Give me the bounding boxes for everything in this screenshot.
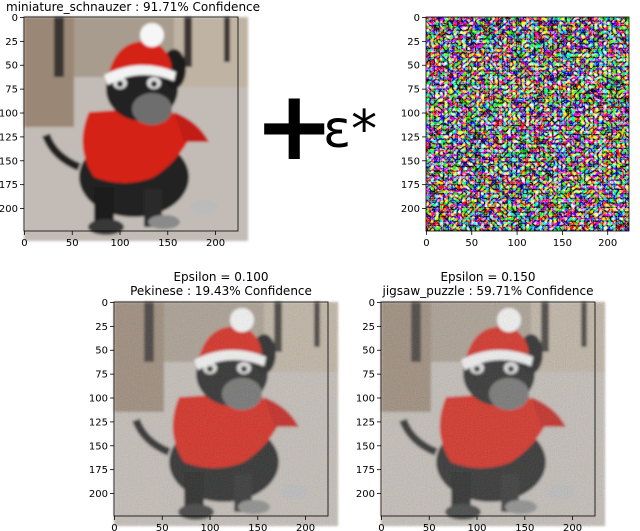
epsilon-multiplier: ε*	[323, 100, 378, 160]
adv2-x-tick-label: 200	[563, 523, 582, 531]
adversarial-image-eps-0.15-plot: 0 25 50 75 100 125 150 175 200 0 50 100 150 200	[356, 298, 607, 531]
adv2-y-tick-label: 25	[362, 322, 375, 333]
perturbation-x-tick-label: 100	[508, 238, 527, 249]
original-y-tick-label: 25	[5, 37, 18, 48]
adv2-y-tick-label: 175	[356, 465, 375, 476]
original-x-tick-label: 200	[206, 238, 225, 249]
adv2-x-tick-label: 50	[423, 523, 436, 531]
original-y-tick-label: 100	[0, 109, 18, 120]
perturbation-y-tick-label: 100	[401, 109, 420, 120]
original-image-title: miniature_schnauzer : 91.71% Confidence	[6, 0, 261, 14]
perturbation-y-tick-label: 150	[401, 156, 420, 167]
adv2-y-tick-label: 75	[362, 370, 375, 381]
adv1-x-tick-label: 50	[156, 523, 169, 531]
perturbation-y-tick-label: 25	[407, 37, 420, 48]
adv1-y-tick-label: 0	[102, 298, 108, 309]
original-y-tick-label: 125	[0, 132, 18, 143]
adv2-prediction-title: jigsaw_puzzle : 59.71% Confidence	[382, 284, 594, 298]
perturbation-y-axis: 0 25 50 75 100 125 150 175 200	[401, 13, 426, 215]
adv1-x-axis: 0 50 100 150 200	[111, 516, 315, 531]
schnauzer-photo	[24, 17, 248, 241]
perturbation-y-tick-label: 175	[401, 180, 420, 191]
perturbation-x-tick-label: 150	[553, 238, 572, 249]
adversarial-photo-eps-0.15	[381, 302, 605, 526]
adv2-y-tick-label: 150	[356, 441, 375, 452]
adversarial-image-eps-0.1-plot: 0 25 50 75 100 125 150 175 200 0 50 100 150 200	[89, 298, 340, 531]
perturbation-noise-image	[426, 17, 629, 231]
adv1-y-axis: 0 25 50 75 100 125 150 175 200	[89, 298, 114, 500]
original-x-tick-label: 50	[66, 238, 79, 249]
adversarial-photo-eps-0.1	[114, 302, 338, 526]
original-y-axis: 0 25 50 75 100 125 150 175 200	[0, 13, 24, 215]
adv2-y-tick-label: 200	[356, 489, 375, 500]
adv2-x-axis: 0 50 100 150 200	[378, 516, 582, 531]
original-y-tick-label: 75	[5, 85, 18, 96]
adv1-y-tick-label: 125	[89, 417, 108, 428]
original-x-tick-label: 150	[158, 238, 177, 249]
original-y-tick-label: 150	[0, 156, 18, 167]
adv1-x-tick-label: 150	[248, 523, 267, 531]
original-y-tick-label: 50	[5, 61, 18, 72]
original-y-tick-label: 175	[0, 180, 18, 191]
adv2-y-tick-label: 0	[369, 298, 375, 309]
original-image-plot: 0 25 50 75 100 125 150 175 200 0 50 100 150 200	[0, 13, 250, 249]
original-x-axis: 0 50 100 150 200	[21, 231, 225, 249]
adv2-x-tick-label: 100	[467, 523, 486, 531]
adv2-x-tick-label: 150	[515, 523, 534, 531]
perturbation-y-tick-label: 50	[407, 61, 420, 72]
adv2-y-tick-label: 125	[356, 417, 375, 428]
adv1-y-tick-label: 50	[95, 346, 108, 357]
adv1-y-tick-label: 150	[89, 441, 108, 452]
adv1-prediction-title: Pekinese : 19.43% Confidence	[130, 284, 312, 298]
perturbation-y-tick-label: 200	[401, 204, 420, 215]
adv1-x-tick-label: 100	[200, 523, 219, 531]
original-y-tick-label: 0	[12, 13, 18, 24]
adv2-y-axis: 0 25 50 75 100 125 150 175 200	[356, 298, 381, 500]
adv2-epsilon-title: Epsilon = 0.150	[440, 270, 536, 284]
adv1-y-tick-label: 200	[89, 489, 108, 500]
perturbation-noise-plot: 0 25 50 75 100 125 150 175 200 0 50 100 150 200	[401, 13, 630, 249]
original-y-tick-label: 200	[0, 204, 18, 215]
perturbation-y-tick-label: 75	[407, 85, 420, 96]
adv2-x-tick-label: 0	[378, 523, 384, 531]
perturbation-x-tick-label: 200	[598, 238, 617, 249]
perturbation-x-tick-label: 50	[465, 238, 478, 249]
adv1-x-tick-label: 200	[296, 523, 315, 531]
adv2-y-tick-label: 50	[362, 346, 375, 357]
original-x-tick-label: 100	[110, 238, 129, 249]
adv1-epsilon-title: Epsilon = 0.100	[173, 270, 269, 284]
perturbation-y-tick-label: 0	[414, 13, 420, 24]
adv1-y-tick-label: 75	[95, 370, 108, 381]
perturbation-x-axis: 0 50 100 150 200	[423, 231, 617, 249]
plus-sign: +	[254, 70, 335, 182]
perturbation-y-tick-label: 125	[401, 132, 420, 143]
adv1-y-tick-label: 25	[95, 322, 108, 333]
adv1-y-tick-label: 175	[89, 465, 108, 476]
original-x-tick-label: 0	[21, 238, 27, 249]
adv1-x-tick-label: 0	[111, 523, 117, 531]
perturbation-x-tick-label: 0	[423, 238, 429, 249]
adv1-y-tick-label: 100	[89, 394, 108, 405]
adv2-y-tick-label: 100	[356, 394, 375, 405]
